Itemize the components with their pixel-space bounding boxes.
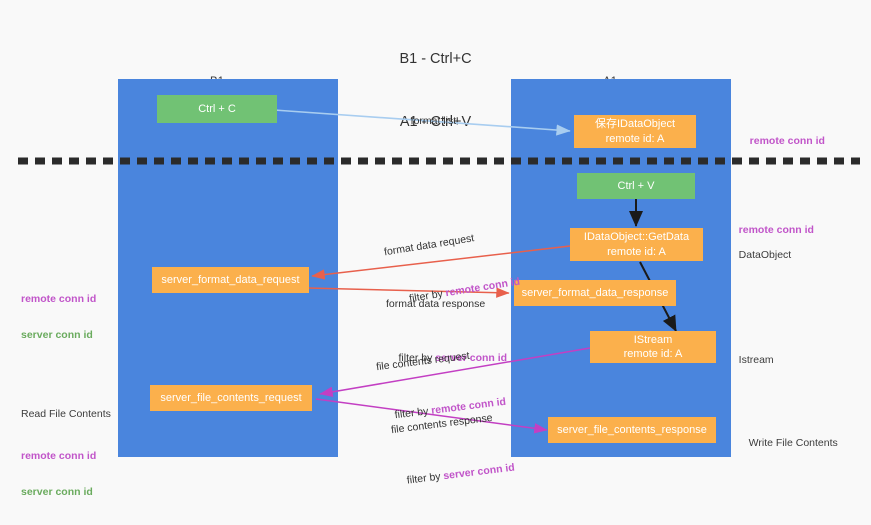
node-idataobject-getdata-line2: remote id: A	[607, 245, 666, 258]
edge-label-file-contents-response: file contents response filter by server …	[387, 386, 519, 523]
annotation-left-server-conn-id-mid: server conn id	[21, 329, 93, 341]
connector-format-data-request	[311, 245, 571, 280]
node-server-format-data-response[interactable]: server_format_data_response	[514, 280, 676, 306]
annotation-remote-conn-id-mid: remote conn id	[727, 212, 814, 248]
connector-file-contents-request	[319, 347, 591, 398]
connector-format-data-response	[307, 287, 510, 298]
node-istream-line1: IStream	[633, 333, 673, 346]
annotation-dataobject: DataObject	[727, 237, 792, 273]
node-ctrl-v[interactable]: Ctrl + V	[577, 173, 695, 199]
title-line-1: B1 - Ctrl+C	[399, 51, 472, 68]
node-istream-line2: remote id: A	[623, 348, 683, 360]
node-server-file-contents-request[interactable]: server_file_contents_request	[150, 385, 312, 411]
annotation-istream: Istream	[727, 342, 774, 378]
node-server-file-contents-response-label: server_file_contents_response	[557, 423, 707, 436]
node-istream[interactable]: IStream remote id: A	[590, 331, 716, 363]
node-idataobject-getdata[interactable]: IDataObject::GetData remote id: A	[570, 228, 703, 261]
connector-format-list	[273, 109, 571, 136]
annotation-write-file-contents-text: Write File Contents	[748, 437, 838, 449]
annotation-remote-conn-id-top-text: remote conn id	[749, 135, 825, 147]
edge-label-format-list-text: format list	[410, 115, 457, 127]
annotation-remote-conn-id-mid-text: remote conn id	[738, 224, 814, 236]
node-server-format-data-request-label: server_format_data_request	[161, 273, 300, 286]
diagram-title: B1 - Ctrl+C A1 - Ctrl+V	[0, 7, 871, 175]
node-ctrl-c[interactable]: Ctrl + C	[157, 95, 277, 123]
node-ctrl-v-label: Ctrl + V	[617, 179, 655, 192]
annotation-read-file-contents-heading: Read File Contents	[21, 408, 111, 420]
node-save-idataobject-line1: 保存IDataObject	[594, 118, 676, 131]
connector-file-contents-response	[315, 398, 548, 434]
annotation-dataobject-text: DataObject	[738, 249, 792, 261]
filter-prefix: filter by	[406, 470, 445, 487]
edge-label-file-contents-request-text: file contents request	[375, 349, 471, 374]
edge-label-format-data-response-text: format data response	[386, 298, 486, 310]
annotation-remote-conn-id-top: remote conn id	[738, 123, 825, 159]
node-save-idataobject-line2: remote id: A	[605, 132, 665, 145]
node-save-idataobject[interactable]: 保存IDataObject remote id: A	[574, 115, 696, 148]
node-server-file-contents-response[interactable]: server_file_contents_response	[548, 417, 716, 443]
edge-label-format-data-response: format data response filter by server co…	[386, 274, 507, 400]
node-idataobject-getdata-line1: IDataObject::GetData	[583, 231, 690, 244]
annotation-read-file-contents: Read File Contents remote conn id server…	[21, 384, 111, 522]
node-server-format-data-response-label: server_format_data_response	[521, 286, 669, 299]
annotation-left-server-conn-id-bottom: server conn id	[21, 486, 93, 498]
node-ctrl-c-label: Ctrl + C	[198, 102, 236, 115]
annotation-write-file-contents: Write File Contents	[737, 425, 838, 461]
annotation-left-conn-ids-mid: remote conn id server conn id	[21, 269, 96, 365]
edge-label-file-contents-response-text: file contents response	[390, 411, 494, 437]
annotation-left-remote-conn-id-bottom: remote conn id	[21, 450, 97, 462]
node-server-file-contents-request-label: server_file_contents_request	[160, 391, 302, 404]
edge-label-format-data-request-text: format data request	[383, 232, 476, 259]
filter-value-server-conn-id: server conn id	[435, 352, 508, 364]
diagram-canvas: B1 - Ctrl+C A1 - Ctrl+V B1 connection A1…	[0, 7, 871, 498]
annotation-istream-text: Istream	[738, 354, 774, 366]
filter-value-server-conn-id: server conn id	[442, 461, 516, 483]
node-server-format-data-request[interactable]: server_format_data_request	[152, 267, 309, 293]
annotation-left-remote-conn-id-mid: remote conn id	[21, 293, 97, 305]
filter-prefix: filter by	[398, 352, 436, 364]
connector-layer	[18, 109, 860, 434]
edge-label-format-data-response-filter: filter by server conn id	[381, 340, 508, 376]
edge-label-file-contents-response-filter: filter by server conn id	[387, 450, 517, 501]
edge-label-format-list: format list	[399, 103, 457, 139]
